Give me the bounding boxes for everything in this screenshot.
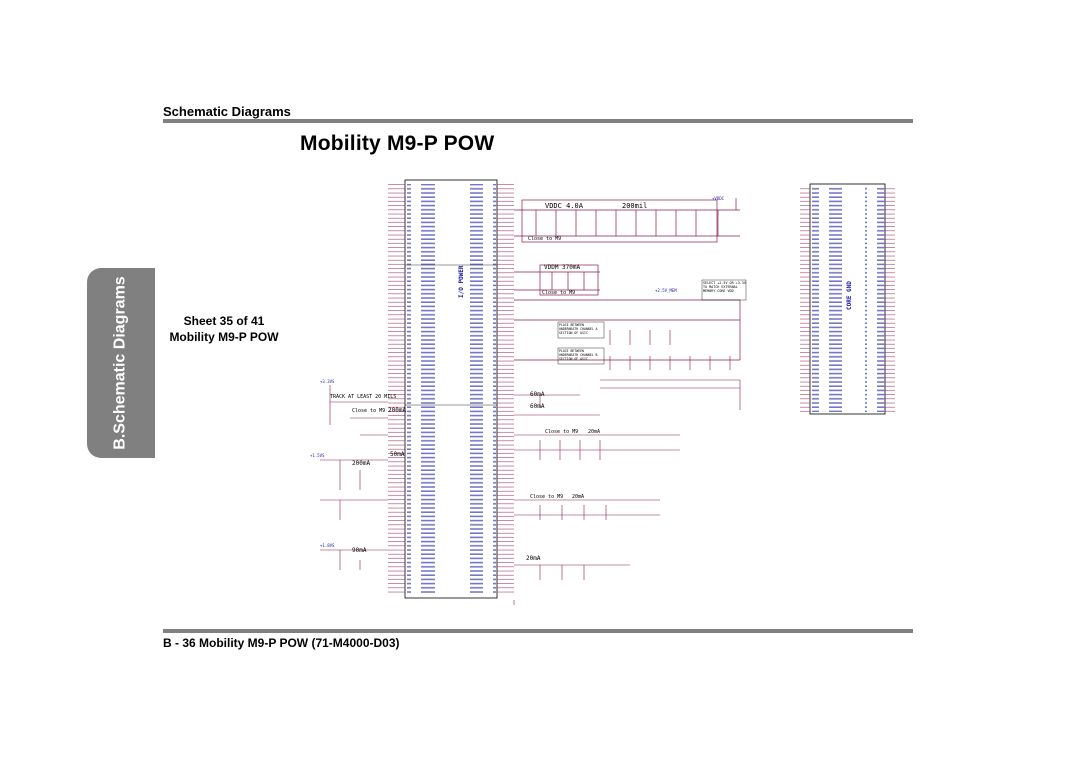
current-50ma: 50mA	[390, 451, 405, 458]
analog-supply-network	[513, 394, 680, 605]
current-200ma-a: 200mA	[388, 407, 406, 414]
close-to-m9-label-b: Close to M9	[542, 290, 575, 296]
core-gnd-label: CORE GND	[846, 281, 853, 310]
sheet-number: Sheet 35 of 41	[183, 314, 265, 328]
io-power-label: I/O POWER	[458, 265, 465, 298]
close-to-m9-label-c: Close to M9	[352, 408, 385, 414]
select-voltage-note: SELECT +2.5V OR +3.3V TO MATCH EXTERNAL …	[703, 281, 746, 293]
rail-1v5-label: +1.5VS	[310, 453, 325, 458]
current-20ma-b: 20mA	[572, 494, 584, 500]
place-note-channel-b: PLACE BETWEEN UNDERNEATH CHANNEL B SECTI…	[559, 349, 598, 361]
rail-2v5-mem-label: +2.5V_MEM	[655, 288, 677, 293]
current-90ma: 90mA	[352, 547, 367, 554]
vddc-rail-label: +VDDC	[712, 196, 725, 201]
schematic-diagram: I/O POWER CORE GND VDDC 4.0A 200mil Clos…	[310, 179, 895, 605]
vddm-annotation: VDDM 370mA	[544, 264, 581, 271]
title-rule	[163, 119, 913, 123]
section-title: Schematic Diagrams	[163, 104, 291, 119]
vddc-width-annotation: 200mil	[622, 202, 647, 210]
vddm-capacitor-array	[600, 330, 741, 410]
place-note-channel-a: PLACE BETWEEN UNDERNEATH CHANNEL A SECTI…	[559, 323, 598, 335]
close-to-m9-label-d: Close to M9	[545, 429, 578, 435]
close-to-m9-label-a: Close to M9	[528, 236, 561, 242]
rail-3v3-label: +3.3VS	[320, 379, 335, 384]
current-20ma-c: 20mA	[526, 555, 541, 562]
current-20ma-a: 20mA	[588, 429, 600, 435]
current-200ma-b: 200mA	[352, 460, 370, 467]
side-tab[interactable]: B.Schematic Diagrams	[87, 268, 155, 458]
close-to-m9-label-e: Close to M9	[530, 494, 563, 500]
vddc-decoupling-bank	[514, 198, 740, 243]
gpu-power-ic: I/O POWER	[388, 179, 514, 599]
sheet-title: Mobility M9-P POW	[169, 330, 279, 344]
sheet-label: Sheet 35 of 41 Mobility M9-P POW	[165, 313, 283, 345]
current-60ma-b: 60mA	[530, 403, 545, 410]
footer-title: B - 36 Mobility M9-P POW (71-M4000-D03)	[163, 636, 400, 650]
current-60ma-a: 60mA	[530, 391, 545, 398]
side-tab-label: B.Schematic Diagrams	[112, 276, 129, 450]
rail-1v8-label: +1.8VS	[320, 543, 335, 548]
ground-pin-ic: CORE GND	[800, 183, 895, 415]
track-width-note: TRACK AT LEAST 20 MILS	[330, 394, 396, 400]
page-title: Mobility M9-P POW	[300, 132, 495, 155]
vddc-annotation: VDDC 4.0A	[545, 202, 584, 210]
vddm-decoupling-bank	[514, 264, 741, 361]
footer-rule	[163, 629, 913, 633]
pll-supply-network	[320, 385, 388, 570]
